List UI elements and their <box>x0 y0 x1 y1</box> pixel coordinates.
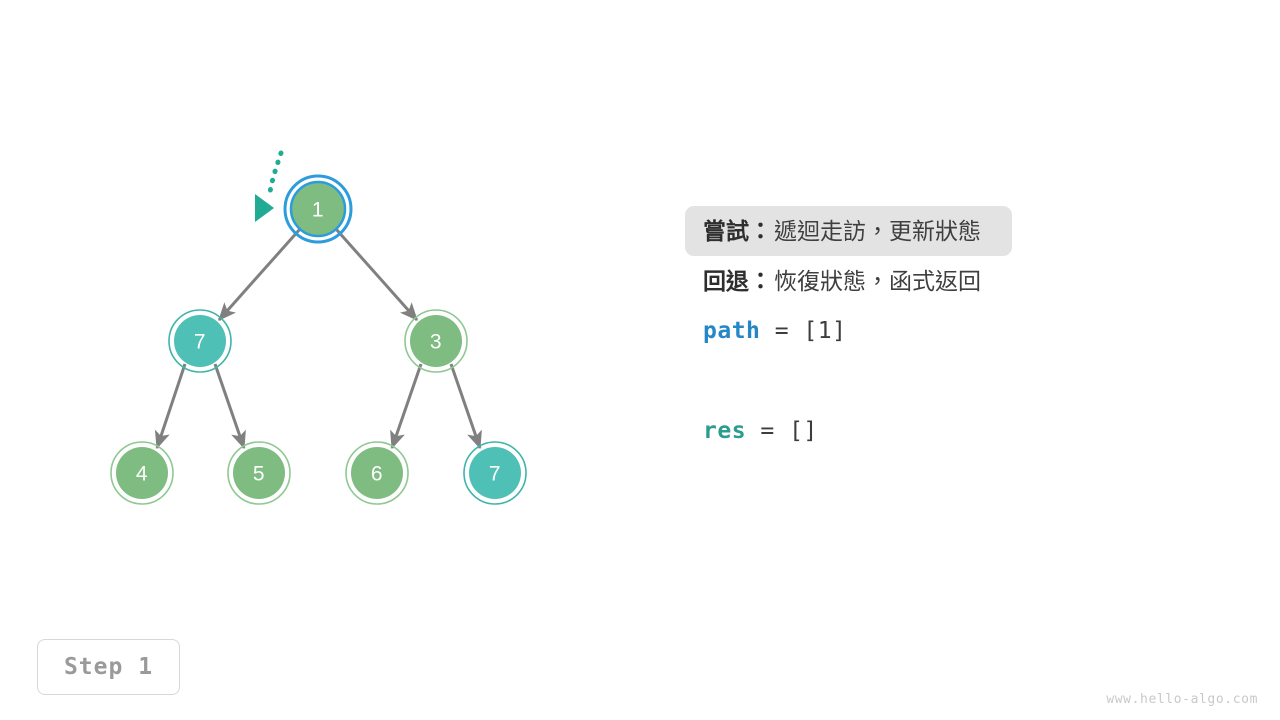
node-circle <box>351 447 403 499</box>
node-label: 6 <box>371 463 383 486</box>
tree-nodes: 1 7 3 4 5 <box>110 174 527 505</box>
edge-3-to-6 <box>390 363 423 450</box>
node-highlight-ring <box>283 174 353 244</box>
edge-1-to-3 <box>334 228 419 321</box>
tree-node-7-right[interactable]: 7 <box>463 441 527 505</box>
node-label: 1 <box>312 199 324 222</box>
node-circle <box>174 315 226 367</box>
res-variable-name: res <box>703 418 747 444</box>
backtrack-phase-text: 回退：恢復狀態，函式返回 <box>703 267 981 294</box>
node-circle <box>233 447 285 499</box>
tree-node-6[interactable]: 6 <box>345 441 409 505</box>
node-label: 7 <box>489 463 501 486</box>
pointer-triangle-icon <box>255 194 274 222</box>
pointer-dotted-curve <box>267 150 284 195</box>
res-variable-row: res = [] <box>685 406 1245 456</box>
tree-node-5[interactable]: 5 <box>227 441 291 505</box>
tree-node-7-left[interactable]: 7 <box>168 309 232 373</box>
node-circle <box>116 447 168 499</box>
panel-spacer <box>685 356 1245 406</box>
path-variable-value: = [1] <box>760 318 847 344</box>
binary-tree-diagram: 1 7 3 4 5 <box>110 150 527 505</box>
node-outer-ring <box>463 441 527 505</box>
node-outer-ring <box>345 441 409 505</box>
recursion-entry-pointer <box>255 150 284 222</box>
node-circle <box>469 447 521 499</box>
node-label: 5 <box>253 463 265 486</box>
node-label: 4 <box>136 463 148 486</box>
tree-node-3[interactable]: 3 <box>404 309 468 373</box>
backtrack-phase-row: 回退：恢復狀態，函式返回 <box>685 256 1245 306</box>
try-phase-text: 嘗試：遞迴走訪，更新狀態 <box>703 217 981 244</box>
edge-7-to-5 <box>213 363 246 450</box>
node-circle <box>289 180 347 238</box>
edge-7-to-4 <box>154 363 187 450</box>
backtrack-phase-description: 恢復狀態，函式返回 <box>774 267 981 294</box>
watermark: www.hello-algo.com <box>1106 692 1258 707</box>
edge-3-to-7 <box>449 363 482 450</box>
explanation-panel: 嘗試：遞迴走訪，更新狀態 回退：恢復狀態，函式返回 path = [1] res… <box>685 206 1245 456</box>
node-outer-ring <box>404 309 468 373</box>
node-label: 7 <box>194 331 206 354</box>
tree-edges <box>154 228 482 450</box>
edge-1-to-7 <box>217 228 302 321</box>
try-phase-row: 嘗試：遞迴走訪，更新狀態 <box>685 206 1012 256</box>
node-label: 3 <box>430 331 442 354</box>
node-outer-ring <box>227 441 291 505</box>
path-variable-name: path <box>703 318 761 344</box>
step-badge: Step 1 <box>37 639 180 695</box>
try-phase-description: 遞迴走訪，更新狀態 <box>774 217 981 244</box>
node-outer-ring <box>110 441 174 505</box>
path-variable-row: path = [1] <box>685 306 1245 356</box>
tree-node-4[interactable]: 4 <box>110 441 174 505</box>
tree-node-1[interactable]: 1 <box>283 174 353 244</box>
node-outer-ring <box>168 309 232 373</box>
try-phase-label: 嘗試： <box>703 217 772 244</box>
res-variable-value: = [] <box>746 418 818 444</box>
backtrack-phase-label: 回退： <box>703 267 772 294</box>
node-circle <box>410 315 462 367</box>
